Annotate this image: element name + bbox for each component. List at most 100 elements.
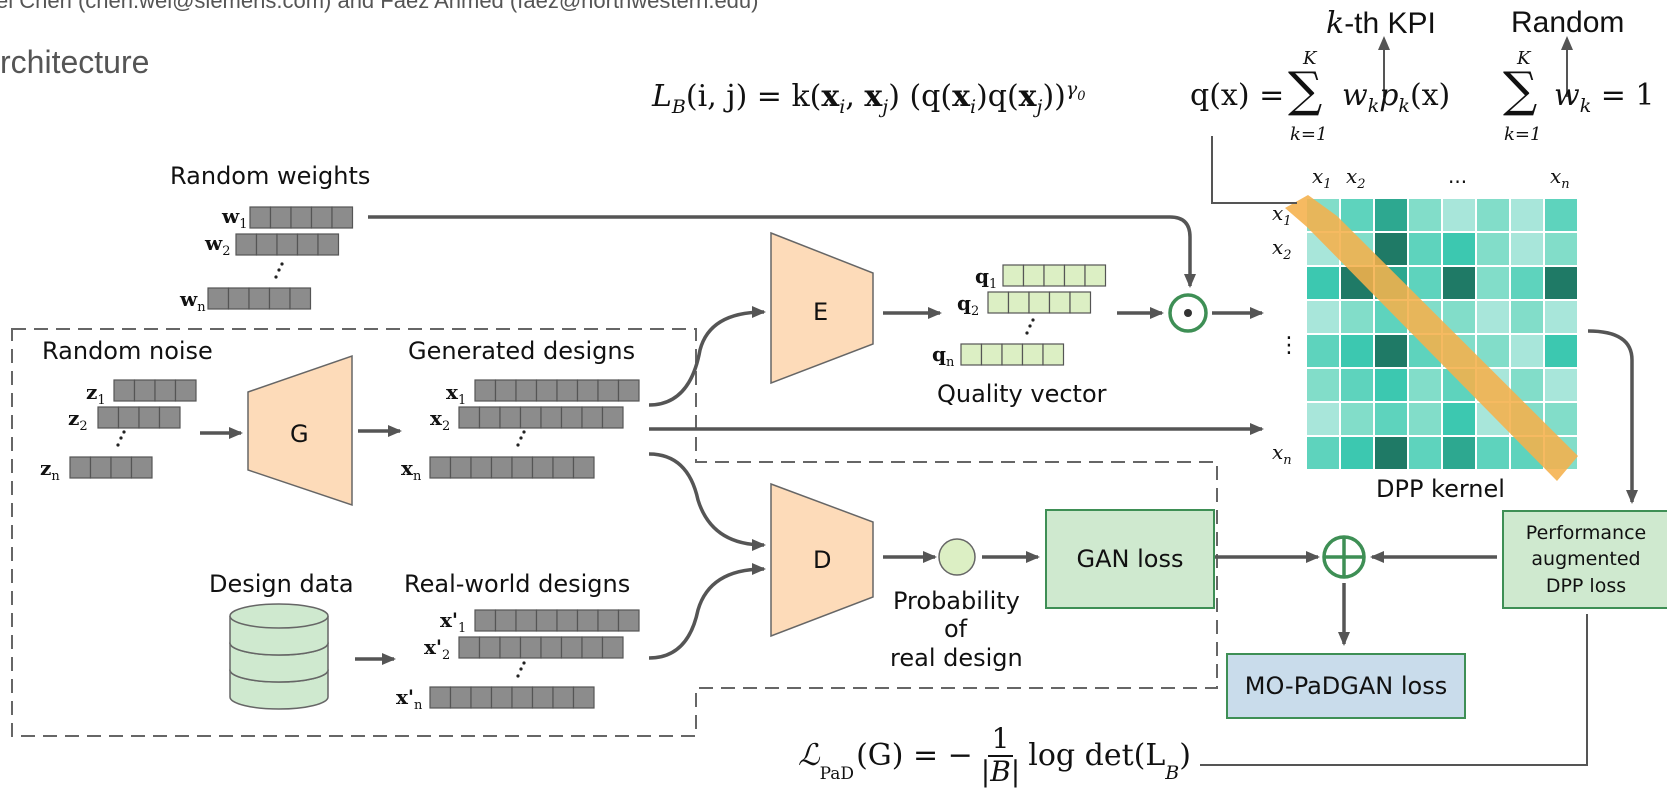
zn-symbol: zn (40, 456, 60, 484)
random-noise-label: Random noise (42, 337, 213, 365)
kpi-annotation: k-th KPI (1326, 6, 1436, 41)
performance-loss-line2: augmented (1531, 548, 1641, 571)
kernel-cell (1373, 367, 1409, 403)
q-sum-sigma: ∑ (1288, 62, 1323, 118)
xp-ellipsis-dot (522, 661, 526, 665)
kernel-cell (1441, 435, 1477, 471)
xn-vector (429, 456, 595, 479)
mo-padgan-loss-label: MO-PaDGAN loss (1244, 672, 1448, 700)
performance-dpp-loss-box: Performance augmented DPP loss (1502, 510, 1667, 609)
matrix-col-label-x2: x2 (1346, 164, 1366, 192)
x1-vector (474, 379, 640, 402)
x-to-e-arrow (648, 306, 766, 407)
q1-symbol: q1 (975, 264, 998, 292)
zn-vector (69, 456, 153, 479)
real-world-designs-label: Real-world designs (404, 570, 631, 598)
matrix-diagonal-highlight (1285, 195, 1578, 481)
probability-label-1: Probability (893, 587, 1020, 615)
kernel-cell (1305, 265, 1341, 301)
q-equation-rhs: wkpk(x) (1342, 78, 1451, 117)
kernel-cell (1339, 299, 1375, 335)
qn-vector (960, 343, 1065, 366)
section-title: rchitecture (0, 44, 150, 80)
random-annotation: Random (1511, 6, 1625, 39)
discriminator-block (770, 482, 874, 638)
xpn-vector (429, 686, 595, 709)
kernel-cell (1305, 435, 1341, 471)
w-sum-bottom: k=1 (1504, 124, 1542, 145)
xp2-vector (458, 636, 624, 659)
w-sum-sigma: ∑ (1503, 62, 1538, 118)
kernel-cell (1543, 299, 1579, 335)
database-icon (229, 603, 329, 710)
z-ellipsis-dot (122, 430, 126, 434)
z2-symbol: z2 (68, 406, 88, 434)
q-eq-to-matrix-line (1211, 136, 1297, 204)
q1-vector (1002, 264, 1107, 287)
matrix-col-label-x1: x1 (1312, 164, 1332, 192)
generator-dashed-frame (11, 328, 1218, 737)
kernel-cell (1543, 367, 1579, 403)
w1-symbol: w1 (222, 204, 248, 232)
kernel-cell (1509, 333, 1545, 369)
discriminator-label: D (813, 546, 832, 574)
gan-loss-box: GAN loss (1045, 509, 1215, 609)
q-ellipsis-dot (1031, 318, 1035, 322)
z1-vector (113, 379, 197, 402)
qn-symbol: qn (932, 342, 955, 370)
w2-vector (235, 233, 340, 256)
x2-symbol: x2 (430, 406, 451, 434)
q2-symbol: q2 (957, 291, 980, 319)
kernel-cell (1475, 197, 1511, 233)
kernel-cell (1305, 333, 1341, 369)
w-to-product-arrow (368, 215, 1196, 288)
xp-ellipsis-dot (519, 667, 523, 671)
q-sum-top: K (1303, 48, 1317, 69)
kernel-cell (1339, 333, 1375, 369)
kernel-cell (1407, 435, 1443, 471)
kernel-cell (1407, 401, 1443, 437)
lb-equation: LB(i, j) = k(xi, xj) (q(xi)q(xj))γ0 (652, 78, 1086, 118)
wn-vector (207, 287, 312, 310)
kernel-cell (1509, 265, 1545, 301)
w-ellipsis-dot (277, 268, 281, 272)
kernel-cell (1475, 299, 1511, 335)
x-ellipsis-dot (516, 443, 520, 447)
sum-node-icon (1322, 535, 1366, 579)
kernel-cell (1509, 299, 1545, 335)
q-equation-lhs: q(x) = (1190, 78, 1285, 113)
kernel-cell (1373, 197, 1409, 233)
kernel-cell (1373, 401, 1409, 437)
pad-eq-connector (1200, 614, 1588, 766)
kernel-cell (1441, 197, 1477, 233)
xn-symbol: xn (401, 456, 422, 484)
q-sum-bottom: k=1 (1290, 124, 1328, 145)
w-ellipsis-dot (274, 275, 278, 279)
kernel-to-perf-arrow (1587, 329, 1638, 504)
w1-vector (249, 206, 354, 229)
matrix-row-label-xn: xn (1272, 440, 1292, 468)
mo-padgan-loss-box: MO-PaDGAN loss (1226, 653, 1466, 719)
kernel-cell (1373, 333, 1409, 369)
generator-block (247, 354, 353, 507)
probability-label-3: real design (890, 644, 1023, 672)
performance-loss-line3: DPP loss (1545, 574, 1627, 597)
z-ellipsis-dot (119, 436, 123, 440)
kernel-cell (1475, 231, 1511, 267)
kernel-cell (1305, 367, 1341, 403)
z1-symbol: z1 (86, 380, 106, 408)
probability-label-2: of (944, 615, 968, 643)
wn-symbol: wn (180, 287, 206, 315)
random-weights-label: Random weights (170, 162, 371, 190)
xp1-vector (474, 609, 640, 632)
performance-loss-line1: Performance (1525, 521, 1647, 544)
q2-vector (987, 291, 1092, 314)
z-ellipsis-dot (116, 443, 120, 447)
q-ellipsis-dot (1028, 324, 1032, 328)
kernel-cell (1543, 231, 1579, 267)
kernel-cell (1339, 367, 1375, 403)
design-data-label: Design data (209, 570, 354, 598)
kernel-cell (1543, 197, 1579, 233)
kernel-cell (1475, 435, 1511, 471)
